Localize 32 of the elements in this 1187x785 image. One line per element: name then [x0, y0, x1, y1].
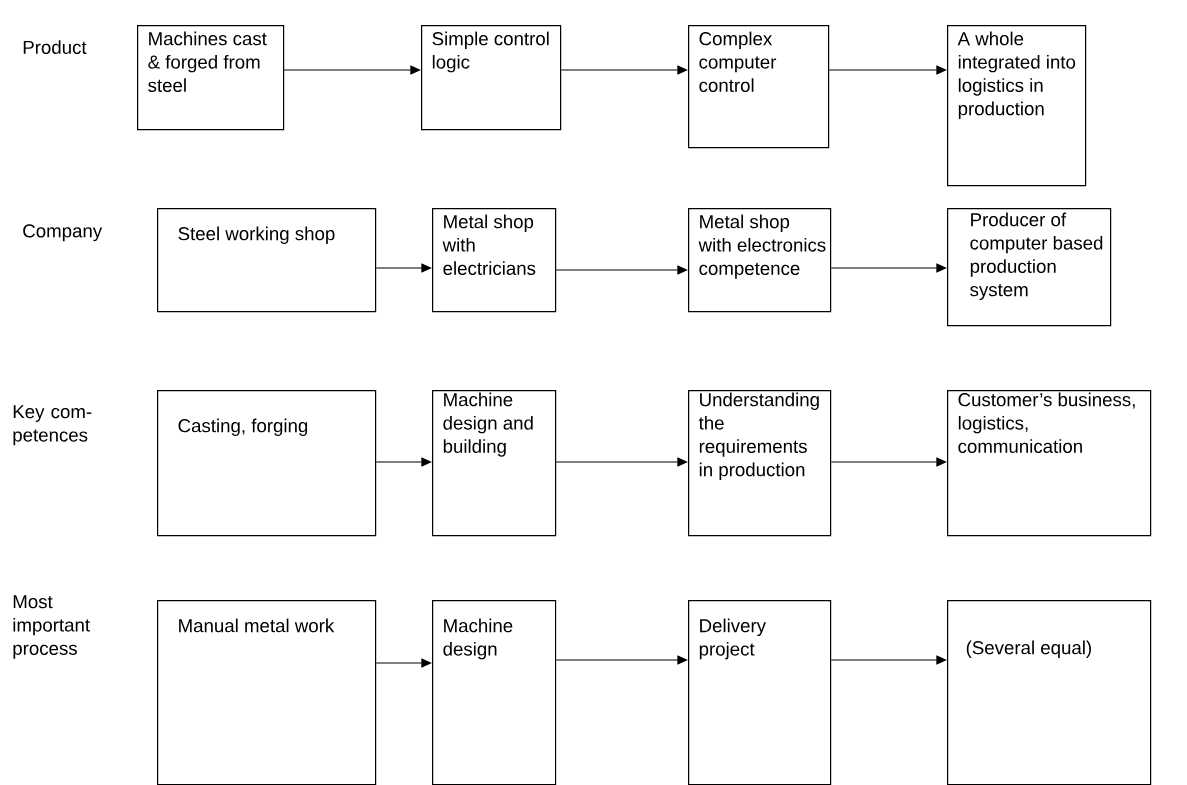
process-box: Manual metal work: [157, 600, 377, 785]
arrow: [555, 457, 688, 467]
arrow: [375, 263, 432, 273]
row-label: Most important process: [13, 595, 90, 659]
arrow: [375, 658, 432, 668]
row-label: Key com- petences: [13, 405, 92, 446]
process-box: Customer’s business, logistics, communication: [947, 390, 1152, 537]
arrow: [375, 457, 432, 467]
arrow: [830, 457, 947, 467]
process-box: Delivery project: [688, 600, 832, 785]
arrow: [555, 265, 688, 275]
process-box: Simple control logic: [421, 25, 562, 131]
process-box: Machines cast & forged from steel: [137, 25, 285, 131]
row-label: Product: [23, 40, 87, 54]
process-box: A whole integrated into logistics in production: [947, 25, 1087, 187]
arrow: [560, 65, 688, 75]
process-box: Complex computer control: [688, 25, 830, 149]
process-box: Metal shop with electronics competence: [688, 208, 832, 313]
arrow: [828, 65, 947, 75]
process-box: Metal shop with electricians: [432, 208, 557, 313]
process-box: Casting, forging: [157, 390, 377, 537]
process-box: Machine design: [432, 600, 557, 785]
row-label: Company: [23, 224, 103, 242]
process-box: Producer of computer based production system: [947, 208, 1112, 327]
arrow: [830, 655, 947, 665]
process-box: Machine design and building: [432, 390, 557, 537]
arrow: [555, 655, 688, 665]
process-box: (Several equal): [947, 600, 1152, 785]
arrow: [830, 263, 947, 273]
arrow: [283, 65, 421, 75]
process-box: Understanding the requirements in production: [688, 390, 832, 537]
process-box: Steel working shop: [157, 208, 377, 313]
